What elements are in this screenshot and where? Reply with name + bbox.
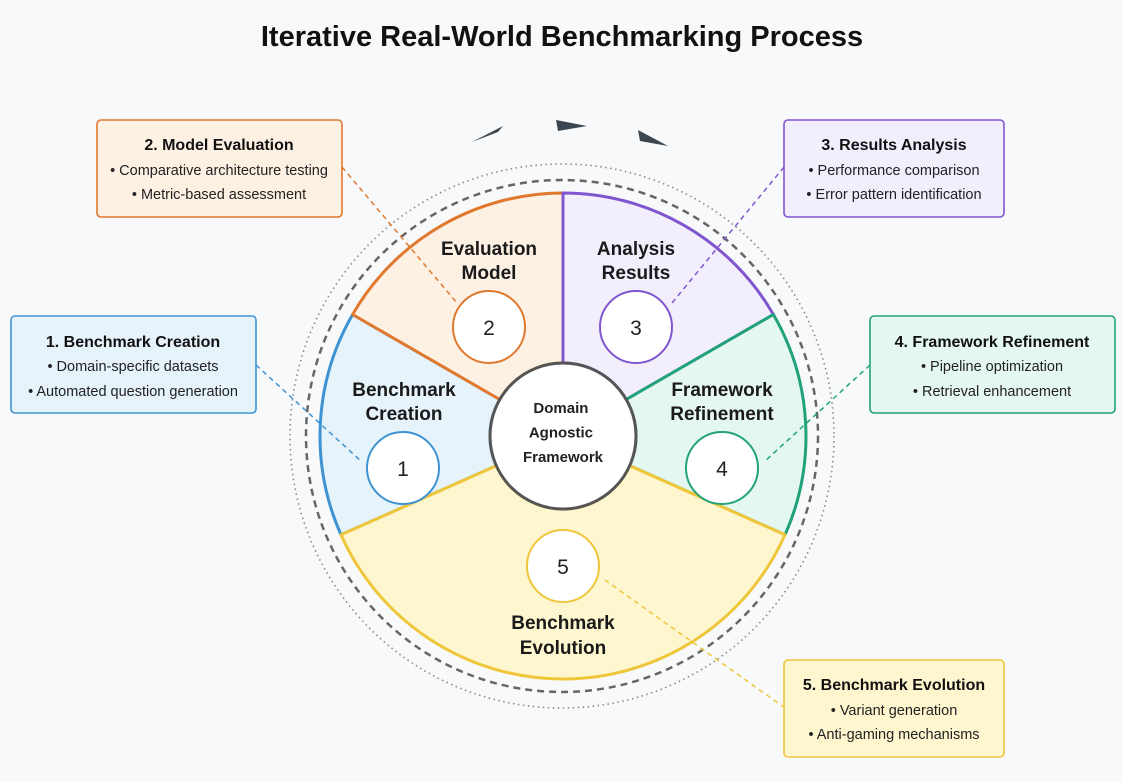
info-box-model-evaluation[interactable]: 2. Model Evaluation • Comparative archit… (96, 119, 343, 218)
info-box-bullet: • Retrieval enhancement (913, 384, 1071, 400)
connector-model-evaluation (341, 166, 458, 304)
connector-benchmark-evolution (604, 579, 786, 709)
step-number: 4 (716, 458, 728, 481)
outer-dotted-ring (289, 163, 835, 709)
info-box-title: 1. Benchmark Creation (46, 334, 220, 351)
diagram-title: Iterative Real-World Benchmarking Proces… (261, 21, 863, 53)
info-box-results-analysis[interactable]: 3. Results Analysis • Performance compar… (783, 119, 1005, 218)
connector-results-analysis (671, 166, 785, 304)
badge-circle (366, 431, 440, 505)
info-box-bullet: • Variant generation (831, 703, 958, 719)
info-box-bullet: • Automated question generation (28, 384, 238, 400)
info-box-bullet: • Pipeline optimization (921, 359, 1063, 375)
info-box-title: 3. Results Analysis (821, 137, 966, 154)
step-badge-5[interactable]: 5 (526, 529, 600, 603)
cycle-arrow-icon (556, 120, 587, 131)
info-box-bullet: • Anti-gaming mechanisms (808, 727, 979, 743)
info-box-title: 4. Framework Refinement (895, 334, 1090, 351)
step-number: 1 (397, 458, 409, 481)
badge-circle (452, 290, 526, 364)
center-label: Domain Agnostic Framework (523, 400, 604, 466)
badge-circle (685, 431, 759, 505)
info-box-bullet: • Comparative architecture testing (110, 163, 328, 179)
connector-benchmark-creation (255, 364, 363, 463)
info-box-bullet: • Domain-specific datasets (47, 359, 218, 375)
info-box-framework-refinement[interactable]: 4. Framework Refinement • Pipeline optim… (869, 315, 1116, 414)
info-box-bullet: • Error pattern identification (806, 187, 981, 203)
step-badge-4[interactable]: 4 (685, 431, 759, 505)
info-box-bullet: • Performance comparison (808, 163, 979, 179)
step-badge-2[interactable]: 2 (452, 290, 526, 364)
step-number: 3 (630, 317, 642, 340)
badge-circle (526, 529, 600, 603)
info-box-benchmark-creation[interactable]: 1. Benchmark Creation • Domain-specific … (10, 315, 257, 414)
badge-circle (599, 290, 673, 364)
info-box-bullet: • Metric-based assessment (132, 187, 306, 203)
cycle-arrow-icon (472, 126, 503, 142)
info-box-title: 5. Benchmark Evolution (803, 677, 985, 694)
center-circle (488, 361, 638, 511)
cycle-arrow-icon (638, 130, 668, 146)
outer-dashed-ring (304, 178, 820, 694)
step-number: 5 (557, 556, 569, 579)
center-hub[interactable]: Domain Agnostic Framework (488, 361, 638, 511)
info-box-benchmark-evolution[interactable]: 5. Benchmark Evolution • Variant generat… (783, 659, 1005, 758)
info-box-title: 2. Model Evaluation (144, 137, 293, 154)
info-box-frame (869, 315, 1116, 414)
info-box-frame (10, 315, 257, 414)
connector-framework-refinement (763, 364, 871, 463)
step-number: 2 (483, 317, 495, 340)
info-box-frame (783, 119, 1005, 218)
info-box-frame (96, 119, 343, 218)
step-badge-1[interactable]: 1 (366, 431, 440, 505)
info-box-frame (783, 659, 1005, 758)
step-badge-3[interactable]: 3 (599, 290, 673, 364)
